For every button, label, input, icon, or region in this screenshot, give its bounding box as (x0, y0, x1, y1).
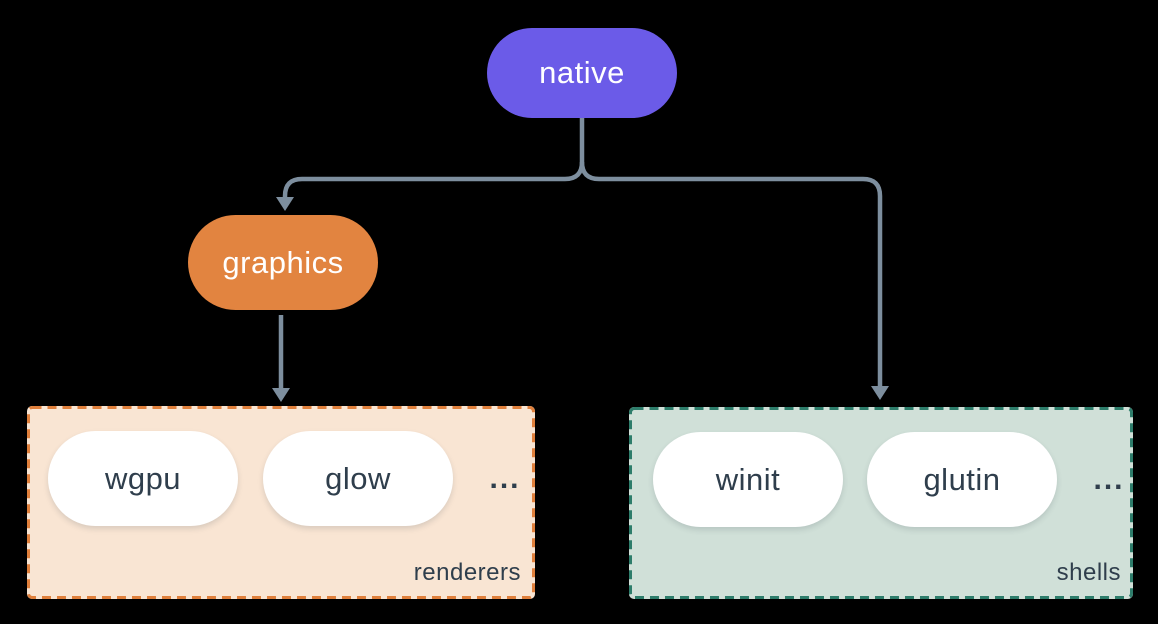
pill-winit-label: winit (715, 461, 781, 497)
group-renderers: wgpu glow ... renderers (27, 406, 535, 599)
pill-wgpu: wgpu (48, 431, 238, 526)
pill-winit: winit (653, 432, 843, 527)
shells-ellipsis: ... (1093, 462, 1125, 496)
group-shells: winit glutin ... shells (629, 407, 1133, 599)
pill-wgpu-label: wgpu (104, 460, 182, 496)
node-graphics-label: graphics (222, 244, 344, 280)
node-graphics: graphics (188, 215, 378, 310)
connector-native-to-graphics (282, 118, 585, 198)
node-native-label: native (539, 55, 625, 90)
node-native: native (487, 28, 677, 118)
shells-group-label: shells (1056, 559, 1121, 586)
pill-glutin-label: glutin (923, 461, 1001, 497)
pill-glow: glow (263, 431, 453, 526)
renderers-ellipsis: ... (489, 461, 521, 495)
pill-glutin: glutin (867, 432, 1057, 527)
arrow-down-icon-renderers (272, 388, 290, 402)
renderers-group-label: renderers (413, 559, 521, 586)
arrow-down-icon-graphics (276, 197, 294, 211)
arrow-down-icon-shells (871, 386, 889, 400)
connector-native-to-shells (579, 161, 883, 387)
pill-glow-label: glow (325, 460, 391, 496)
